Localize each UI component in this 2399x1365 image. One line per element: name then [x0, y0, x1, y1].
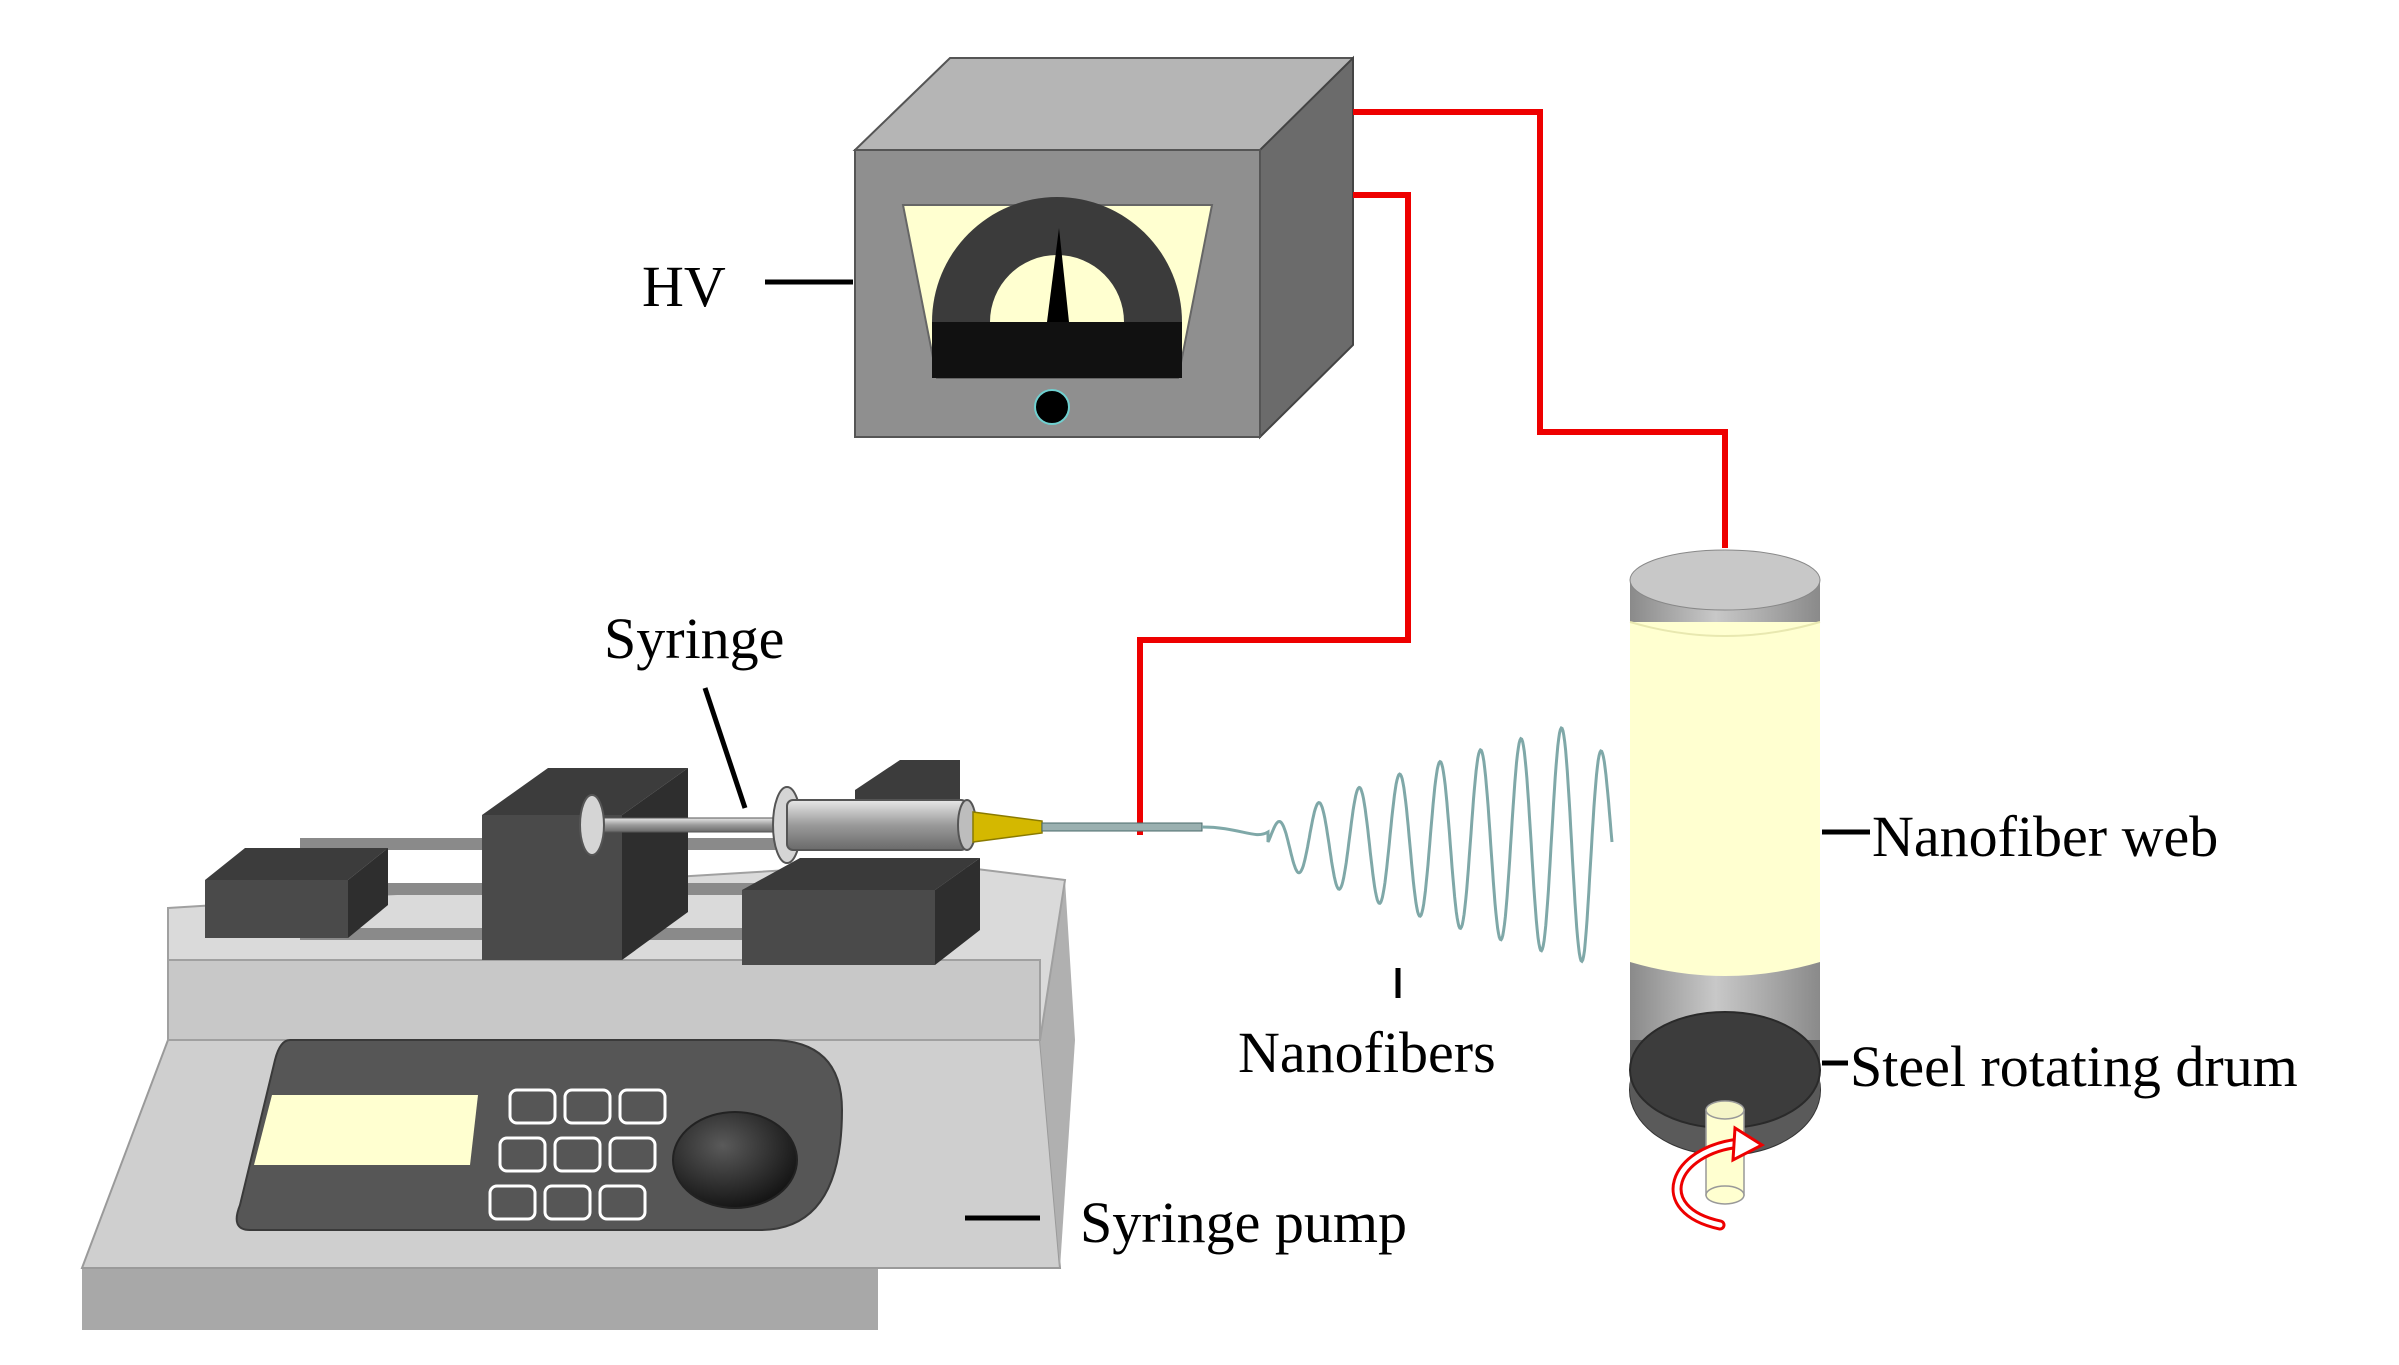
syringe-needle [1041, 822, 1203, 832]
syringe-leader [702, 687, 748, 809]
hv-power-supply [852, 55, 1354, 440]
left-block-top [205, 848, 388, 880]
pump-dial-knob-icon[interactable] [672, 1111, 798, 1209]
nanofiber-web-label: Nanofiber web [1872, 804, 2218, 869]
hv-meter-needle [1047, 228, 1069, 322]
left-block-side [348, 848, 388, 938]
pump-pusher-block[interactable] [482, 768, 688, 960]
curved-rotation-arrow-icon [1671, 1125, 1766, 1231]
keypad-key[interactable] [488, 1184, 537, 1221]
drum-axle-end [1705, 1100, 1745, 1120]
holder-block-face [742, 890, 935, 965]
drum-axle-bottom [1705, 1185, 1745, 1205]
keypad-key[interactable] [508, 1088, 557, 1125]
pump-right-face [1040, 880, 1075, 1268]
pump-keypad [488, 1088, 667, 1221]
syringe-plunger-rod [591, 817, 788, 833]
pusher-block-side [622, 768, 688, 960]
pump-front-lip [167, 959, 1041, 1041]
keypad-key[interactable] [563, 1088, 612, 1125]
syringe [579, 786, 1203, 864]
left-block-face [205, 880, 348, 938]
pump-holder-block [742, 760, 980, 965]
holder-block-side [935, 858, 980, 965]
holder-block-top [742, 858, 980, 890]
syringe-needle-hub [972, 811, 1043, 843]
nanofibers-label: Nanofibers [1238, 1020, 1496, 1085]
keypad-key[interactable] [598, 1184, 647, 1221]
nanofiber-web-layer [1630, 622, 1820, 962]
pump-display-screen [254, 1095, 478, 1165]
drum-web-bottom-edge [1630, 962, 1820, 976]
leader-lines [702, 279, 1870, 1221]
syringe-pump [80, 760, 1075, 1330]
wire-to-drum [1353, 109, 1728, 548]
steel-rotating-drum [1629, 549, 1821, 1231]
drum-web-top-edge [1629, 621, 1821, 637]
steel-rotating-drum-label: Steel rotating drum [1850, 1034, 2298, 1099]
keypad-key[interactable] [498, 1136, 547, 1173]
syringe-plunger-flange [579, 794, 605, 856]
drum-top-ellipse [1629, 549, 1821, 611]
syringe-barrel [786, 799, 968, 851]
pump-base-plate [82, 1268, 878, 1330]
pusher-block-top [482, 768, 688, 815]
syringe-label: Syringe [604, 606, 784, 671]
keypad-key[interactable] [543, 1184, 592, 1221]
pump-left-block [205, 848, 388, 938]
keypad-key[interactable] [608, 1136, 657, 1173]
hv-knob-icon [1034, 389, 1070, 425]
keypad-key[interactable] [618, 1088, 667, 1125]
keypad-key[interactable] [553, 1136, 602, 1173]
high-voltage-wires [1137, 109, 1728, 835]
nanofiber-jet [1201, 726, 1614, 964]
wire-to-needle [1137, 192, 1411, 835]
hv-label: HV [642, 254, 726, 319]
syringe-pump-label: Syringe pump [1080, 1190, 1407, 1255]
hv-meter-base [932, 322, 1182, 378]
